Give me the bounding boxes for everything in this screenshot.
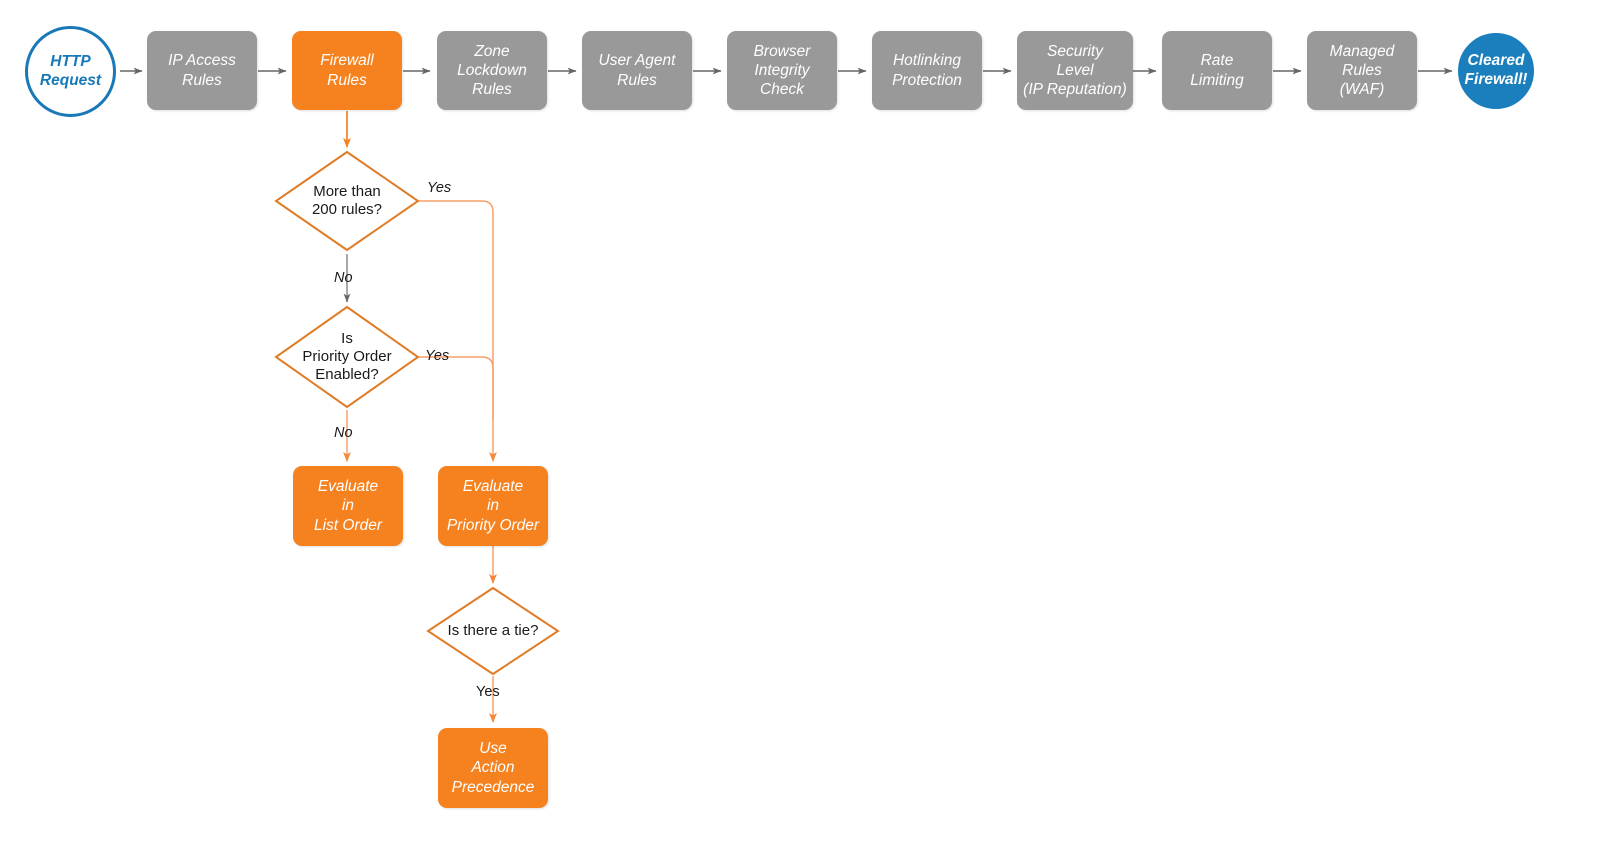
node-evaluate-in-priority-order[interactable]: Evaluate in Priority Order — [438, 466, 548, 546]
node-rate-limiting-label: Rate Limiting — [1190, 52, 1244, 89]
node-managed-rules-waf-label: Managed Rules (WAF) — [1329, 42, 1395, 99]
edge-label-yes-priority-order: Yes — [425, 348, 450, 364]
node-browser-integrity-check[interactable]: Browser Integrity Check — [727, 31, 837, 110]
node-zone-lockdown-rules[interactable]: Zone Lockdown Rules — [437, 31, 547, 110]
node-zone-lockdown-rules-label: Zone Lockdown Rules — [457, 42, 527, 99]
node-ip-access-rules[interactable]: IP Access Rules — [147, 31, 257, 110]
edge-label-no-200-rules: No — [334, 270, 353, 286]
node-security-level[interactable]: Security Level (IP Reputation) — [1017, 31, 1133, 110]
node-cleared-firewall[interactable]: Cleared Firewall! — [1458, 33, 1534, 109]
node-http-request-label: HTTP Request — [39, 52, 102, 89]
node-evaluate-in-list-order-label: Evaluate in List Order — [313, 478, 383, 534]
edge-200rules-yes — [417, 200, 498, 462]
decision-is-priority-order-enabled-label: Is Priority Order Enabled? — [302, 329, 392, 384]
node-ip-access-rules-label: IP Access Rules — [168, 52, 236, 89]
node-cleared-firewall-label: Cleared Firewall! — [1464, 52, 1528, 88]
decision-more-than-200-rules[interactable]: More than 200 rules? — [276, 152, 418, 250]
edge-label-no-priority-order: No — [334, 425, 353, 441]
node-user-agent-rules-label: User Agent Rules — [598, 52, 676, 89]
node-managed-rules-waf[interactable]: Managed Rules (WAF) — [1307, 31, 1417, 110]
node-rate-limiting[interactable]: Rate Limiting — [1162, 31, 1272, 110]
node-evaluate-in-list-order[interactable]: Evaluate in List Order — [293, 466, 403, 546]
node-evaluate-in-priority-order-label: Evaluate in Priority Order — [446, 478, 540, 534]
node-hotlinking-protection[interactable]: Hotlinking Protection — [872, 31, 982, 110]
node-security-level-label: Security Level (IP Reputation) — [1023, 42, 1127, 99]
node-hotlinking-protection-label: Hotlinking Protection — [892, 52, 962, 89]
node-firewall-rules-label: Firewall Rules — [320, 52, 374, 89]
edge-label-yes-tie: Yes — [476, 684, 500, 700]
edge-priority-yes — [417, 356, 494, 420]
node-use-action-precedence-label: Use Action Precedence — [451, 740, 535, 796]
node-http-request[interactable]: HTTP Request — [25, 26, 116, 117]
edge-label-yes-200-rules: Yes — [427, 180, 452, 196]
node-use-action-precedence[interactable]: Use Action Precedence — [438, 728, 548, 808]
node-firewall-rules[interactable]: Firewall Rules — [292, 31, 402, 110]
decision-is-there-a-tie-label: Is there a tie? — [447, 621, 539, 639]
decision-is-priority-order-enabled[interactable]: Is Priority Order Enabled? — [276, 307, 418, 407]
node-user-agent-rules[interactable]: User Agent Rules — [582, 31, 692, 110]
decision-more-than-200-rules-label: More than 200 rules? — [311, 182, 383, 218]
decision-is-there-a-tie[interactable]: Is there a tie? — [428, 588, 558, 674]
node-browser-integrity-check-label: Browser Integrity Check — [753, 42, 811, 99]
